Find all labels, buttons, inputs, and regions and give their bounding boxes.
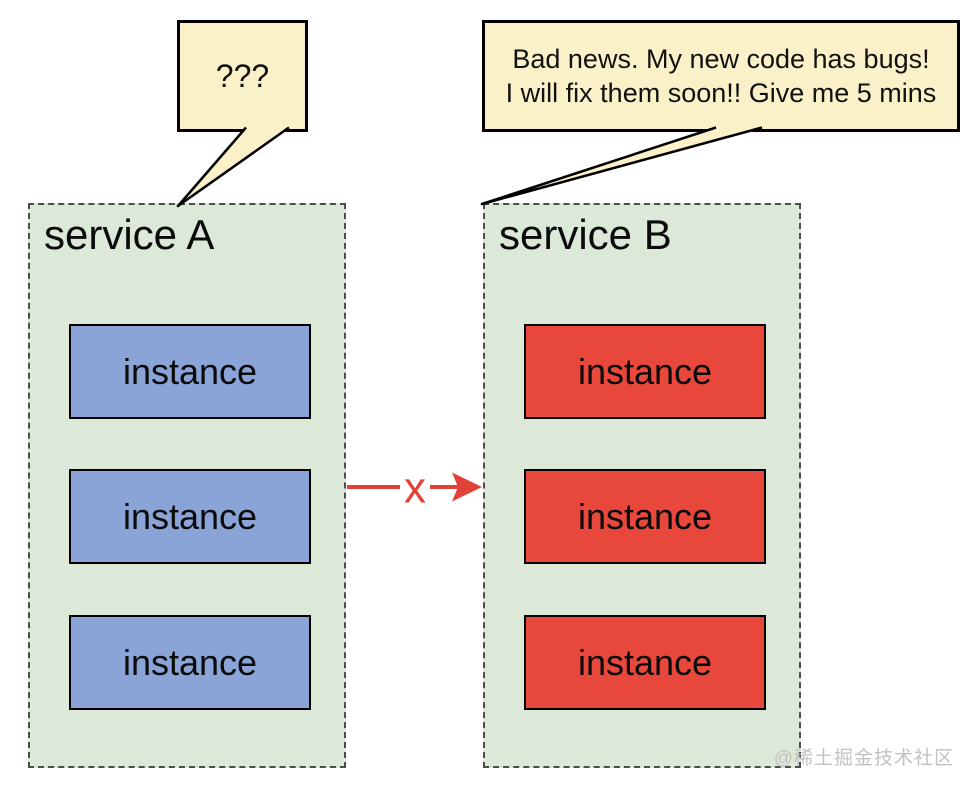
- service-a-container: service A instance instance instance: [28, 203, 346, 768]
- service-a-title: service A: [44, 211, 215, 258]
- instance-label: instance: [122, 641, 258, 683]
- service-b-instance: instance: [524, 324, 766, 419]
- instance-label: instance: [577, 641, 713, 683]
- service-a-instance: instance: [69, 615, 311, 710]
- watermark: @稀土掘金技术社区: [773, 748, 954, 769]
- instance-label: instance: [577, 495, 713, 537]
- instance-label: instance: [577, 350, 713, 392]
- service-b-title: service B: [499, 211, 672, 258]
- failed-connection-arrow: x: [347, 464, 482, 513]
- service-a-instance: instance: [69, 469, 311, 564]
- service-b-container: service B instance instance instance: [483, 203, 801, 768]
- instance-label: instance: [122, 350, 258, 392]
- news-bubble-tail: [480, 126, 763, 206]
- instance-label: instance: [122, 495, 258, 537]
- failure-x-label: x: [404, 464, 426, 513]
- question-bubble-tail: [176, 126, 290, 208]
- service-b-instance: instance: [524, 615, 766, 710]
- arrowhead-icon: [452, 472, 482, 502]
- question-speech-bubble: ???: [177, 20, 308, 132]
- news-bubble-line1: Bad news. My new code has bugs!: [512, 44, 930, 74]
- service-a-instance: instance: [69, 324, 311, 419]
- news-speech-bubble: Bad news. My new code has bugs! I will f…: [482, 20, 960, 132]
- news-bubble-line2: I will fix them soon!! Give me 5 mins: [505, 78, 937, 108]
- question-bubble-text: ???: [215, 57, 270, 94]
- service-b-instance: instance: [524, 469, 766, 564]
